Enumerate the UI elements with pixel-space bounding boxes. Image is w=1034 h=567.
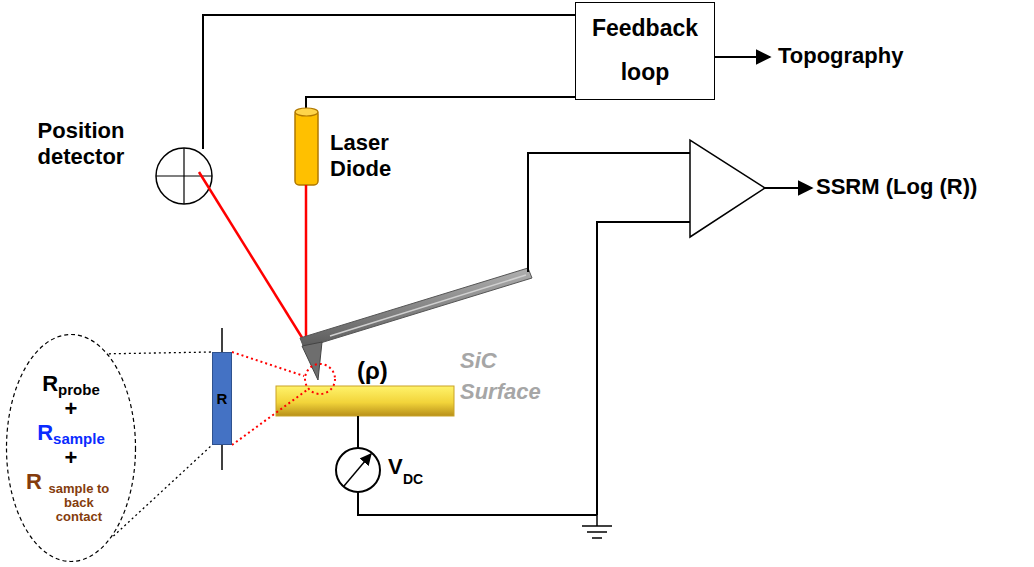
formula-term: R	[42, 371, 58, 396]
resistor-label: R	[217, 390, 228, 407]
voltage-subscript: DC	[403, 471, 443, 488]
bias-wire	[358, 492, 597, 515]
cantilever	[300, 268, 532, 348]
laser-diode	[295, 110, 318, 185]
reflected-beam	[199, 172, 306, 344]
laser-diode-top	[295, 108, 318, 116]
formula-line: Rprobe	[42, 372, 100, 398]
subscript: sample	[53, 430, 105, 447]
detector-wire	[203, 15, 575, 149]
zoom-connector	[109, 352, 212, 536]
laser-label: Laser Diode	[330, 130, 425, 183]
formula-line: Rsample	[37, 421, 105, 447]
subscript: probe	[58, 381, 100, 398]
voltage-source-arrow	[344, 454, 371, 486]
voltage-source	[336, 448, 380, 492]
zoom-ellipse-outline	[7, 335, 136, 562]
ssrm-arrow	[765, 187, 812, 189]
formula-line: Rsample to back contact	[26, 470, 116, 525]
ground-wire	[597, 222, 690, 515]
zoom-ellipse: Rprobe+Rsample+Rsample to back contact	[5, 333, 137, 563]
formula-term: R	[37, 420, 53, 445]
resistivity-symbol: (ρ)	[357, 354, 417, 388]
formula-term: +	[65, 445, 78, 470]
resistor-symbol: R	[212, 352, 232, 445]
output-label: SSRM (Log (R))	[816, 174, 1026, 200]
ground-symbol	[587, 531, 607, 533]
detector-crosshair	[183, 148, 184, 204]
formula-line: +	[65, 397, 78, 420]
laser-beam	[305, 185, 308, 344]
amplifier	[690, 140, 765, 237]
cantilever-stripe	[330, 275, 526, 336]
contact-circle	[305, 364, 335, 394]
ground-symbol	[596, 515, 598, 526]
bias-wire	[357, 416, 359, 448]
process-box: Feedback loop	[575, 2, 715, 100]
resistor-lead	[221, 445, 223, 470]
subscript: sample to back contact	[42, 482, 116, 525]
ground-symbol	[592, 537, 602, 539]
sample-label: SiC Surface	[460, 346, 555, 408]
probe-wire	[528, 153, 690, 272]
formula-term: R	[26, 469, 42, 494]
zoom-connector	[232, 352, 307, 445]
laser-wire	[306, 97, 575, 110]
sic-slab	[276, 386, 454, 416]
formula-line: +	[65, 446, 78, 469]
topography-arrow	[715, 56, 770, 58]
formula-term: +	[65, 396, 78, 421]
detector-label: Position detector	[2, 118, 160, 171]
resistor-lead	[221, 328, 223, 352]
output-label: Topography	[778, 43, 928, 69]
box-title: Feedback loop	[584, 7, 706, 94]
sic-sample: (ρ)SiC Surface	[275, 360, 455, 415]
position-detector	[156, 148, 212, 204]
